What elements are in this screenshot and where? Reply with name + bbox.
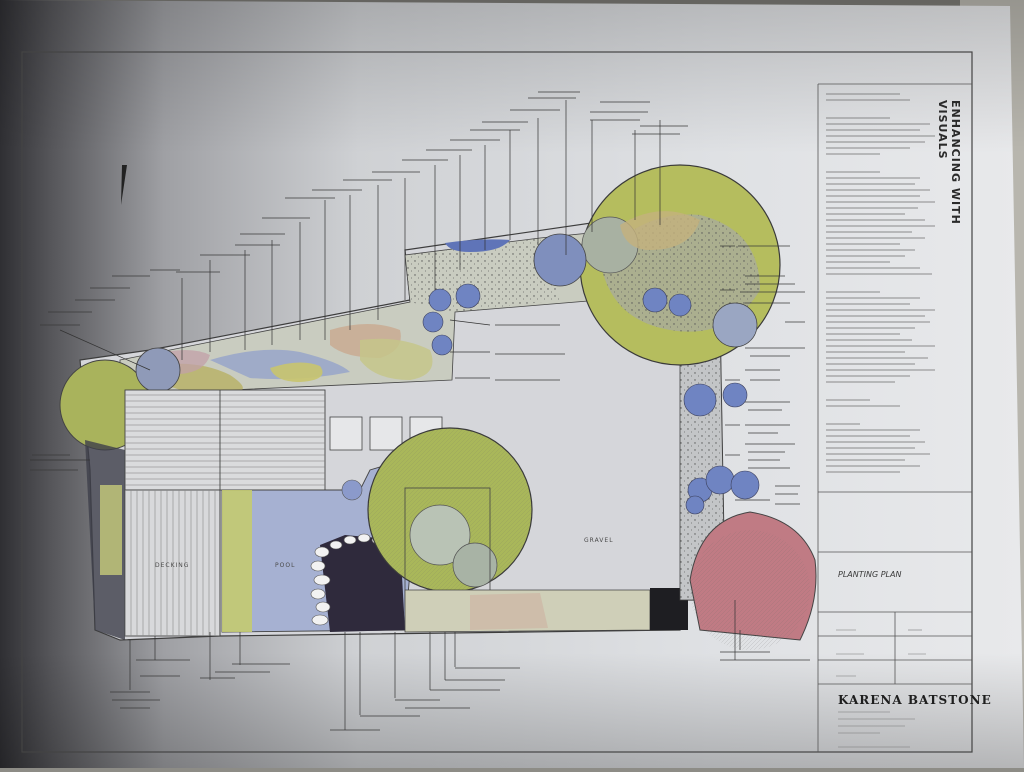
drawing-title: PLANTING PLAN <box>838 570 902 579</box>
gravel-label: GRAVEL <box>584 537 614 544</box>
decking-label: DECKING <box>155 562 190 569</box>
designer-name: KARENA BATSTONE <box>838 693 992 707</box>
pool-label: POOL <box>275 562 296 569</box>
book-side-title: ENHANCING WITH VISUALS <box>936 100 962 225</box>
title-block <box>818 491 972 685</box>
annotation-leaders <box>30 100 770 730</box>
plant-schedule <box>826 93 935 473</box>
handwritten-labels <box>30 91 810 731</box>
drawing-border <box>21 51 973 753</box>
garden-plan <box>59 164 817 650</box>
